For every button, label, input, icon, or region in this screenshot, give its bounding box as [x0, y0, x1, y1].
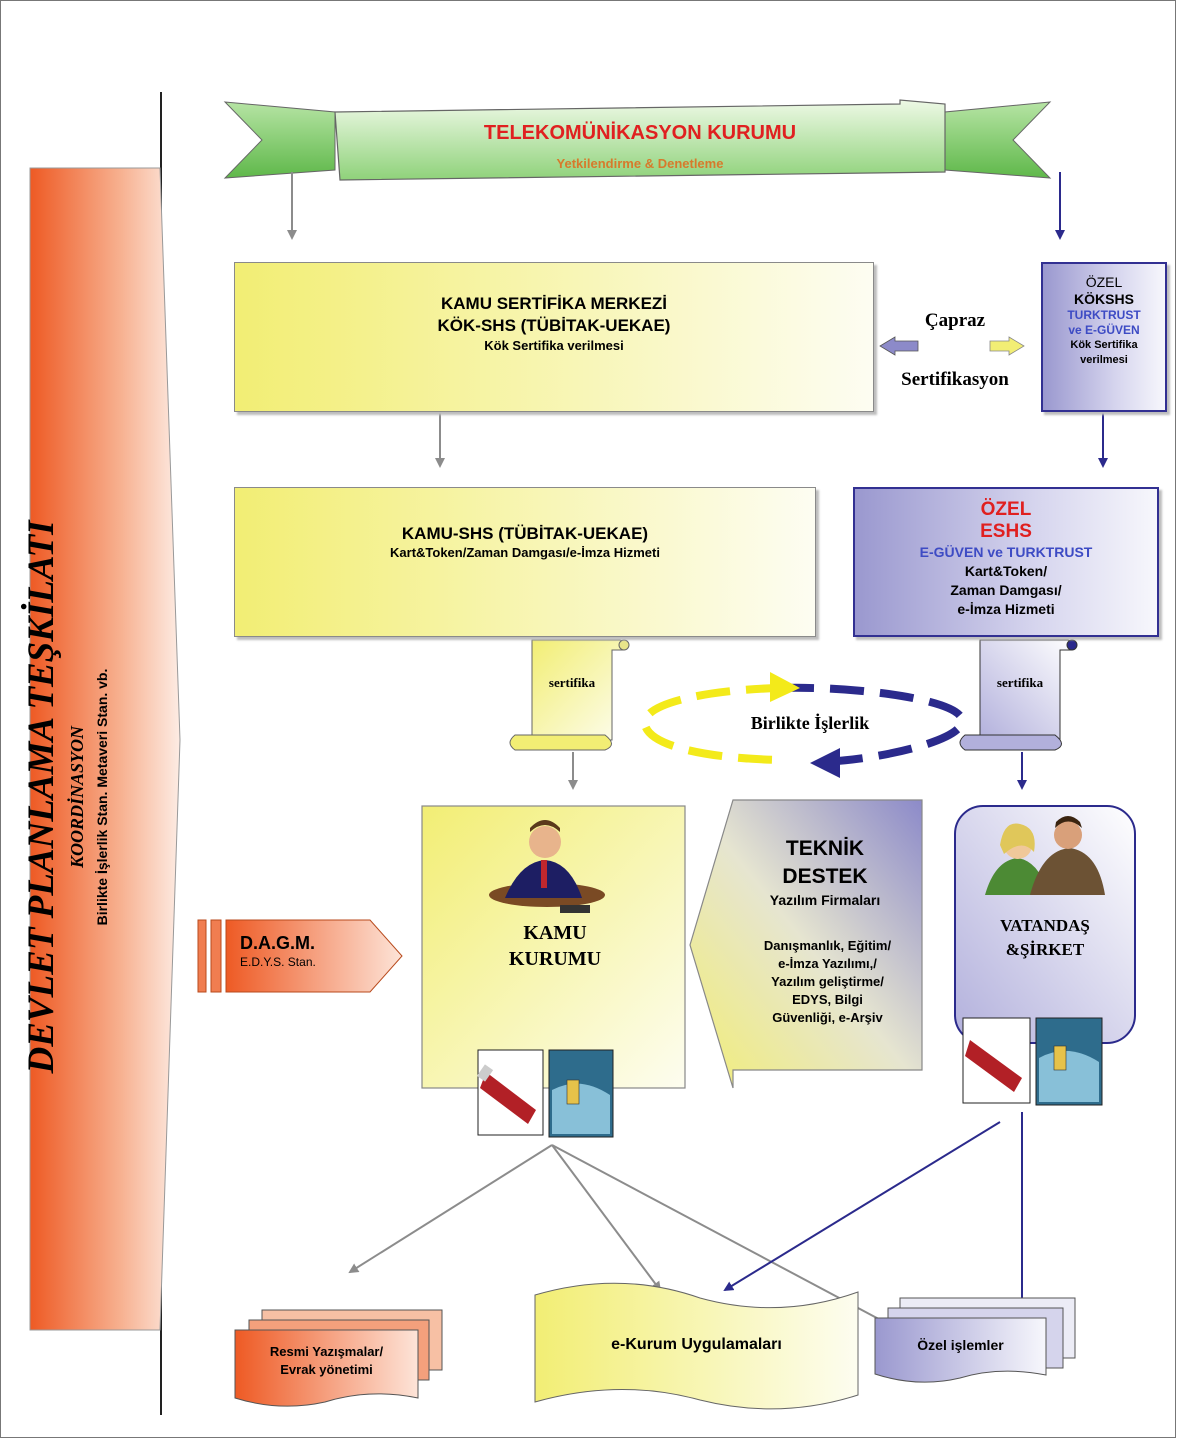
td-line4: Danışmanlık, Eğitim/: [763, 938, 892, 953]
teknik-destek-shape: [689, 799, 923, 1089]
vat-line2: &ŞİRKET: [1005, 940, 1085, 959]
ribbon-left-tail: [223, 101, 336, 179]
sidebar-note: Birlikte İşlerlik Stan. Metaveri Stan. v…: [94, 668, 110, 926]
oeshs-line1: ÖZEL: [980, 499, 1032, 520]
ribbon-body: [334, 99, 946, 181]
kk-line1: KAMU: [523, 922, 587, 944]
resmi-doc-stack: [234, 1309, 443, 1407]
ksm-line1: KAMU SERTİFİKA MERKEZİ: [440, 294, 668, 313]
ekurum-wave: [534, 1282, 859, 1410]
sidebar-text-group: DEVLET PLANLAMA TEŞKİLATI KOORDİNASYON B…: [20, 367, 150, 1227]
smart-card-icon-vatandas: [1035, 1017, 1103, 1106]
capraz-left-arrow: [879, 336, 919, 356]
interop-label: Birlikte İşlerlik: [750, 713, 870, 733]
td-line3: Yazılım Firmaları: [769, 892, 881, 908]
capraz-label-top: Çapraz: [924, 310, 986, 331]
kshs-line1: KAMU-SHS (TÜBİTAK-UEKAE): [401, 524, 649, 543]
dagm-line1: D.A.G.M.: [240, 933, 315, 953]
arrow-vatandas-to-ekurum: [723, 1121, 1001, 1292]
dagm-bar-2: [210, 919, 222, 993]
ozel-eshs-box: ÖZEL ESHS E-GÜVEN ve TURKTRUST Kart&Toke…: [853, 487, 1159, 637]
okok-line5: Kök Sertifika: [1070, 339, 1138, 351]
vatandas-label: VATANDAŞ &ŞİRKET: [960, 914, 1130, 962]
interop-cycle: [640, 672, 966, 778]
td-line6: Yazılım geliştirme/: [771, 974, 884, 989]
teknik-destek-title: TEKNİK DESTEK Yazılım Firmaları: [730, 835, 920, 909]
ozel-doc-stack: [874, 1297, 1076, 1383]
okok-line4: ve E-GÜVEN: [1068, 323, 1140, 337]
capraz-right-arrow: [989, 336, 1025, 356]
ksm-line3: Kök Sertifika verilmesi: [484, 338, 624, 353]
oeshs-line5: Zaman Damgası/: [950, 582, 1062, 598]
resmi-label: Resmi Yazışmalar/ Evrak yönetimi: [235, 1343, 418, 1379]
vat-line1: VATANDAŞ: [1000, 916, 1090, 935]
okok-line3: TURKTRUST: [1067, 308, 1141, 322]
usb-token-icon-kamu: [476, 1049, 544, 1136]
resmi-line1: Resmi Yazışmalar/: [269, 1344, 384, 1359]
okok-line1: ÖZEL: [1085, 274, 1123, 290]
businessman-illustration: [489, 820, 605, 913]
banner-subtitle: Yetkilendirme & Denetleme: [556, 156, 724, 171]
td-line2: DESTEK: [782, 865, 868, 888]
sidebar-subtitle: KOORDİNASYON: [67, 725, 87, 869]
usb-token-icon-vatandas: [962, 1017, 1031, 1104]
capraz-label-bottom: Sertifikasyon: [901, 369, 1009, 390]
oeshs-line6: e-İmza Hizmeti: [957, 601, 1055, 617]
arrow-to-resmi: [348, 1144, 553, 1274]
ozel-label: Özel işlemler: [917, 1337, 1004, 1353]
banner-title: TELEKOMÜNİKASYON KURUMU: [483, 122, 797, 144]
dagm-bar-1: [197, 919, 207, 993]
scroll-left-shape: [509, 639, 630, 751]
ksm-line2: KÖK-SHS (TÜBİTAK-UEKAE): [437, 316, 671, 335]
ribbon-right-tail: [944, 101, 1052, 179]
dagm-label: D.A.G.M. E.D.Y.S. Stan.: [240, 932, 370, 970]
teknik-destek-details: Danışmanlık, Eğitim/ e-İmza Yazılımı,/ Y…: [730, 937, 925, 1027]
dagm-arrow: [225, 919, 403, 993]
okok-line2: KÖKSHS: [1074, 291, 1134, 307]
arrow-to-ekurum: [551, 1144, 662, 1292]
sidebar-banner: [29, 167, 181, 1331]
kamu-shs-box: KAMU-SHS (TÜBİTAK-UEKAE) Kart&Token/Zama…: [234, 487, 816, 637]
scroll-right-label: sertifika: [996, 675, 1044, 690]
sidebar-title: DEVLET PLANLAMA TEŞKİLATI: [21, 520, 62, 1074]
td-line8: Güvenliği, e-Arşiv: [772, 1010, 883, 1025]
scroll-right-shape: [959, 639, 1078, 751]
kamu-kurumu-label: KAMU KURUMU: [470, 920, 640, 972]
td-line7: EDYS, Bilgi: [792, 992, 863, 1007]
smart-card-icon-kamu: [548, 1049, 614, 1138]
couple-illustration: [985, 816, 1105, 895]
okok-line6: verilmesi: [1080, 354, 1128, 366]
kshs-line2: Kart&Token/Zaman Damgası/e-İmza Hizmeti: [390, 545, 660, 560]
kk-line2: KURUMU: [508, 948, 602, 970]
ozel-kokshs-box: ÖZEL KÖKSHS TURKTRUST ve E-GÜVEN Kök Ser…: [1041, 262, 1167, 412]
ekurum-label: e-Kurum Uygulamaları: [611, 1336, 782, 1353]
oeshs-line4: Kart&Token/: [964, 563, 1048, 579]
dagm-line2: E.D.Y.S. Stan.: [240, 955, 316, 969]
oeshs-line2: ESHS: [980, 521, 1032, 542]
resmi-line2: Evrak yönetimi: [280, 1362, 373, 1377]
td-line1: TEKNİK: [785, 837, 865, 860]
kamu-sertifika-merkezi-box: KAMU SERTİFİKA MERKEZİ KÖK-SHS (TÜBİTAK-…: [234, 262, 874, 412]
scroll-left-label: sertifika: [548, 675, 596, 690]
oeshs-line3: E-GÜVEN ve TURKTRUST: [919, 544, 1093, 560]
td-line5: e-İmza Yazılımı,/: [778, 956, 877, 971]
